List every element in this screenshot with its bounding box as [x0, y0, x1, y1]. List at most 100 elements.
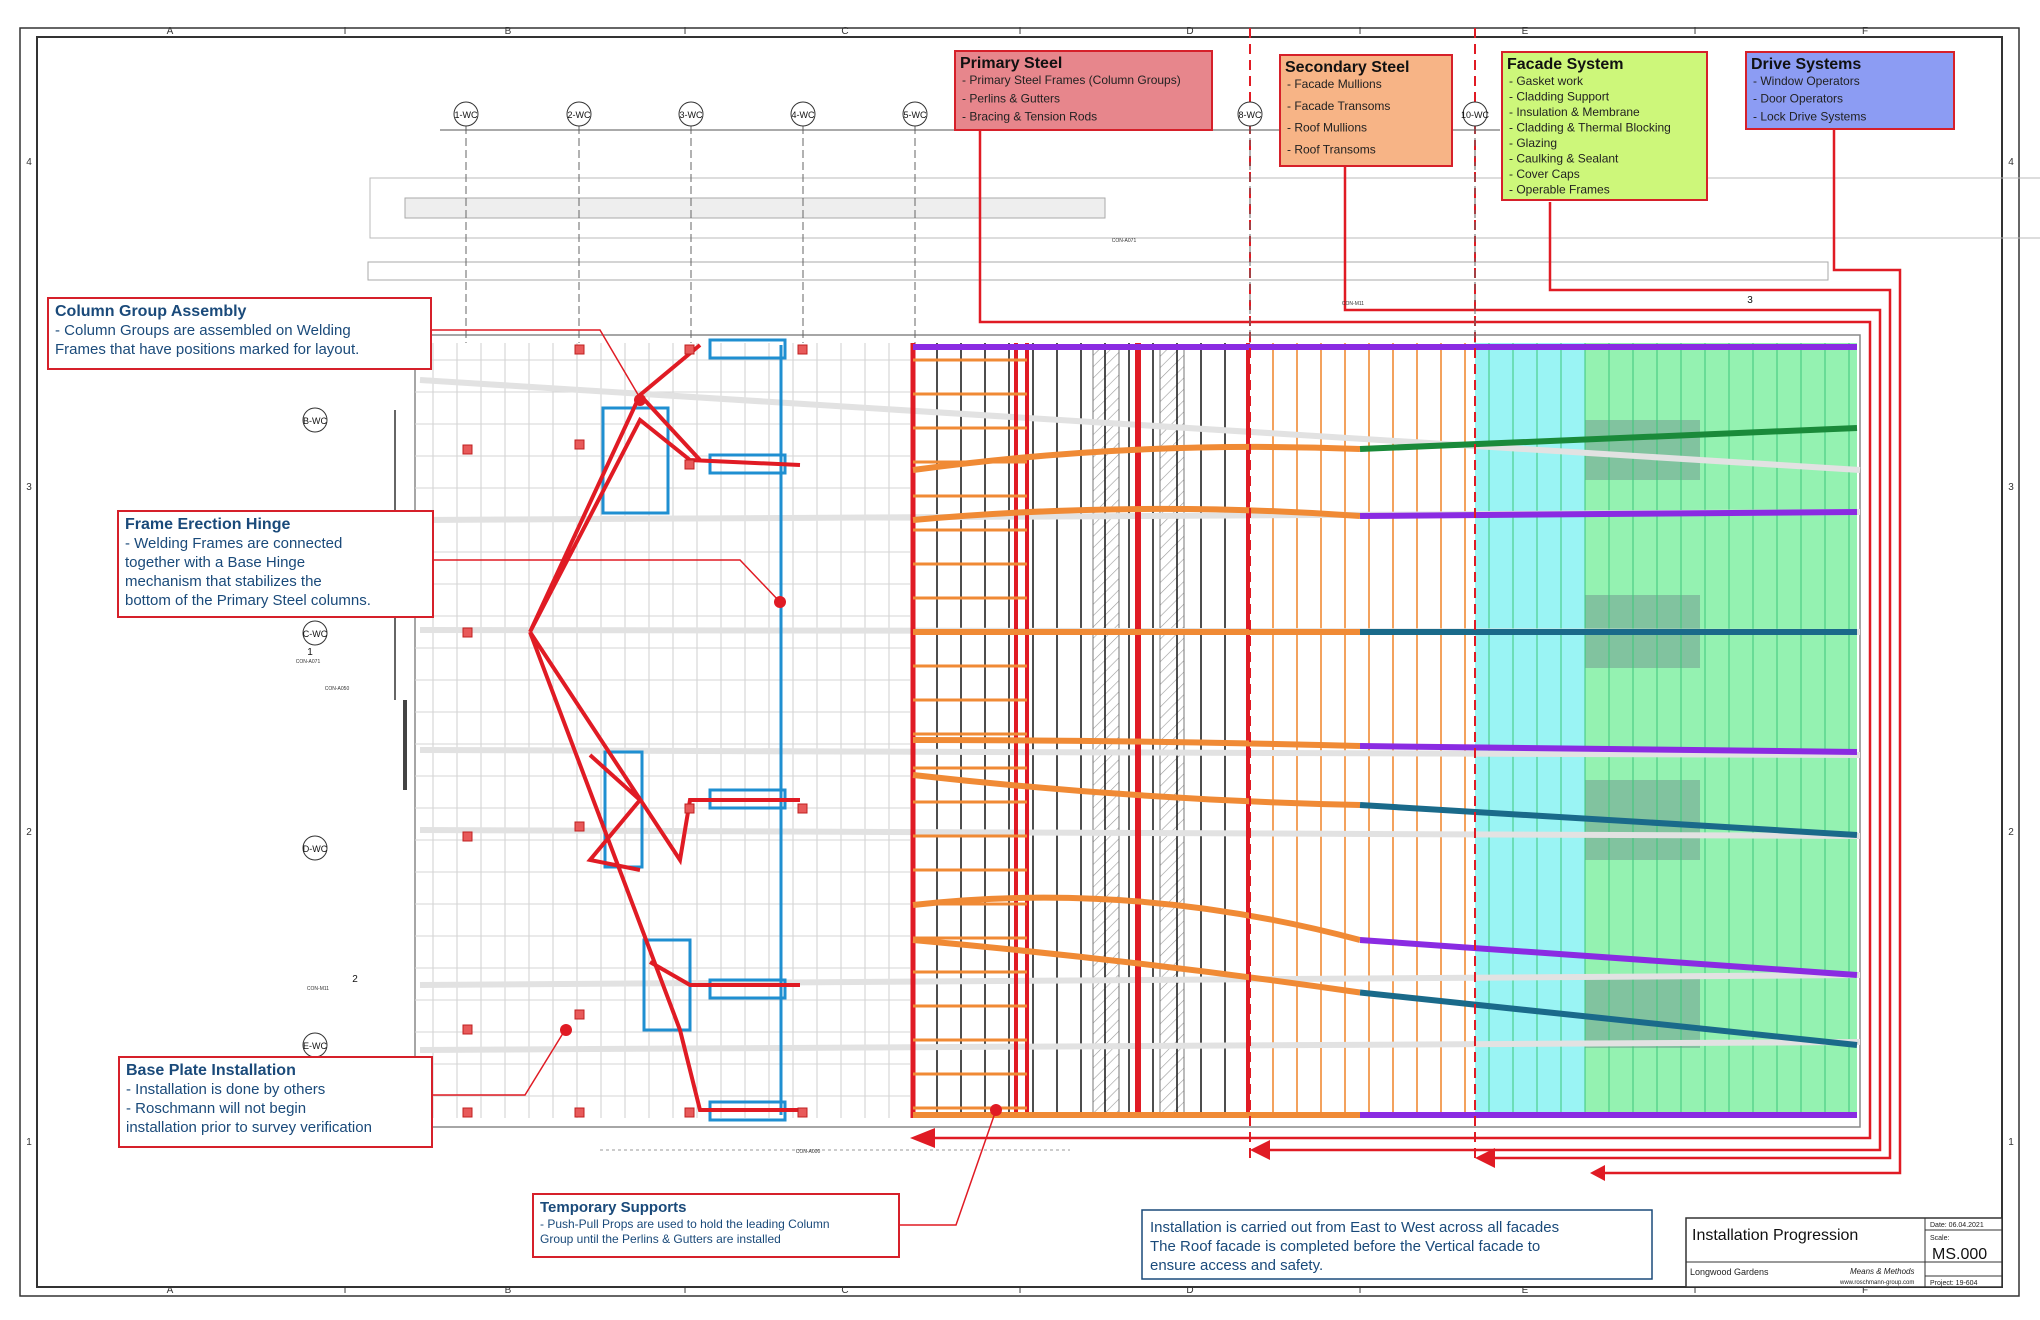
grid-bubble-icon	[302, 835, 328, 861]
callout-box	[118, 1056, 433, 1148]
grid-bubble-label: 1-WC	[455, 110, 478, 120]
legend-item: - Cladding Support	[1509, 90, 1610, 104]
sheet-column-mark: I	[684, 26, 687, 37]
legend-box-background	[1745, 51, 1955, 130]
website: www.roschmann-group.com	[1839, 1280, 1914, 1286]
callout-frame-hinge: Frame Erection Hinge- Welding Frames are…	[117, 510, 786, 618]
grid-bubble-label: 5-WC	[904, 110, 927, 120]
legend-item: - Insulation & Membrane	[1509, 105, 1640, 119]
legend-title: Drive Systems	[1751, 56, 1861, 73]
architectural-background	[367, 177, 2040, 1151]
callout-line: mechanism that stabilizes the	[125, 573, 322, 590]
roof-transom	[912, 443, 1361, 473]
callout-dot-icon	[774, 596, 786, 608]
roof-transom	[912, 505, 1361, 523]
facade-transom	[1359, 425, 1858, 452]
grid-bubble-icon	[1237, 101, 1263, 127]
legend-title: Facade System	[1507, 56, 1624, 73]
sheet-column-mark: I	[684, 1285, 687, 1296]
legend-item: - Operable Frames	[1509, 183, 1610, 197]
facade-transom	[1359, 743, 1858, 755]
callout-leader	[431, 329, 641, 399]
means-methods: Means & Methods	[1850, 1267, 1914, 1276]
grid-bubble-icon	[566, 101, 592, 127]
callout-base-plate: Base Plate Installation- Installation is…	[118, 1024, 572, 1148]
legend-box-drive: Drive Systems- Window Operators- Door Op…	[1745, 51, 1955, 130]
sheet-column-letter: E	[1522, 1285, 1529, 1296]
roof-transom	[912, 772, 1361, 808]
callout-box	[117, 510, 434, 618]
callout-title: Temporary Supports	[540, 1199, 686, 1216]
sheet-row-number: 4	[26, 157, 32, 168]
phase-markers	[910, 28, 1902, 1181]
grid-bubble-label: 2-WC	[568, 110, 591, 120]
legend-title: Secondary Steel	[1285, 59, 1410, 76]
facade-transom	[1359, 509, 1858, 519]
sheet-column-letter: C	[841, 1285, 848, 1296]
sheet-row-number: 3	[26, 482, 32, 493]
roof-hatch-bands	[1092, 344, 1185, 1116]
section-marker-label: 2	[352, 974, 358, 985]
grid-bubble-icon	[1462, 101, 1488, 127]
sheet-column-letter: F	[1862, 26, 1868, 37]
sheet-column-letter: B	[505, 26, 512, 37]
callout-leader	[899, 1109, 997, 1226]
grid-bubble-label: C-WC	[303, 629, 328, 639]
callout-line: - Push-Pull Props are used to hold the l…	[540, 1217, 830, 1231]
roof-transom	[912, 937, 1361, 996]
legend-item: - Caulking & Sealant	[1509, 152, 1619, 166]
sheet-column-mark: I	[344, 26, 347, 37]
note-line: The Roof facade is completed before the …	[1150, 1238, 1540, 1255]
grid-bubble-label: E-WC	[303, 1041, 327, 1051]
callout-dot-icon	[990, 1104, 1002, 1116]
callout-box	[532, 1193, 900, 1258]
callout-title: Column Group Assembly	[55, 303, 247, 320]
callout-line: - Column Groups are assembled on Welding	[55, 322, 351, 339]
legend-item: - Lock Drive Systems	[1753, 109, 1866, 123]
callout-leader	[433, 559, 781, 603]
sheet-row-number: 1	[2008, 1137, 2014, 1148]
callout-box	[47, 297, 432, 370]
sheet-column-letter: B	[505, 1285, 512, 1296]
legend-box-primary: Primary Steel- Primary Steel Frames (Col…	[954, 50, 1213, 131]
sheet-column-letter: E	[1522, 26, 1529, 37]
legend-item: - Roof Mullions	[1287, 121, 1367, 135]
grid-bubble-label: 4-WC	[792, 110, 815, 120]
note-line: Installation is carried out from East to…	[1150, 1219, 1559, 1236]
callout-dot-icon	[560, 1024, 572, 1036]
sheet-column-mark: I	[1019, 26, 1022, 37]
sheet-column-letter: A	[167, 26, 174, 37]
callout-line: bottom of the Primary Steel columns.	[125, 592, 371, 609]
sheet-column-letter: F	[1862, 1285, 1868, 1296]
scale-label: Scale:	[1930, 1235, 1950, 1242]
grid-bubble-icon	[453, 101, 479, 127]
grid-bubble-label: B-WC	[303, 416, 327, 426]
primary-steel-zone	[910, 343, 1858, 1119]
note-line: ensure access and safety.	[1150, 1257, 1323, 1274]
callouts: Column Group Assembly - Column Groups are…	[47, 297, 1002, 1258]
sheet-column-mark: I	[1694, 1285, 1697, 1296]
roof-transom	[912, 737, 1361, 749]
facade-system-zone	[1475, 343, 1857, 1118]
legend-box-background	[1501, 51, 1708, 201]
callout-temp-supports: Temporary Supports- Push-Pull Props are …	[532, 1104, 1002, 1258]
legend-box-secondary: Secondary Steel- Facade Mullions- Facade…	[1279, 54, 1453, 167]
reference-tag: CON-A071	[296, 659, 321, 665]
grid-bubble-label: 3-WC	[680, 110, 703, 120]
callout-dot-icon	[634, 394, 646, 406]
progress-arrow-icon	[910, 1128, 935, 1148]
legend-item: - Bracing & Tension Rods	[962, 110, 1097, 124]
legend-box-background	[1279, 54, 1453, 167]
grid-bubble-icon	[678, 101, 704, 127]
left-grid-bubbles: B-WCC-WCD-WCE-WC123CON-A071CON-M11CON-M1…	[296, 238, 1753, 1155]
reference-tag: CON-M11	[1342, 301, 1364, 307]
sheet-column-letter: D	[1186, 26, 1193, 37]
sheet-column-mark: I	[344, 1285, 347, 1296]
grid-bubble-label: 10-WC	[1461, 110, 1490, 120]
progress-arrow-icon	[1590, 1165, 1605, 1181]
installation-note: Installation is carried out from East to…	[1141, 1209, 1653, 1280]
progress-arrow-icon	[1250, 1140, 1270, 1160]
grid-bubble-label: D-WC	[303, 844, 328, 854]
